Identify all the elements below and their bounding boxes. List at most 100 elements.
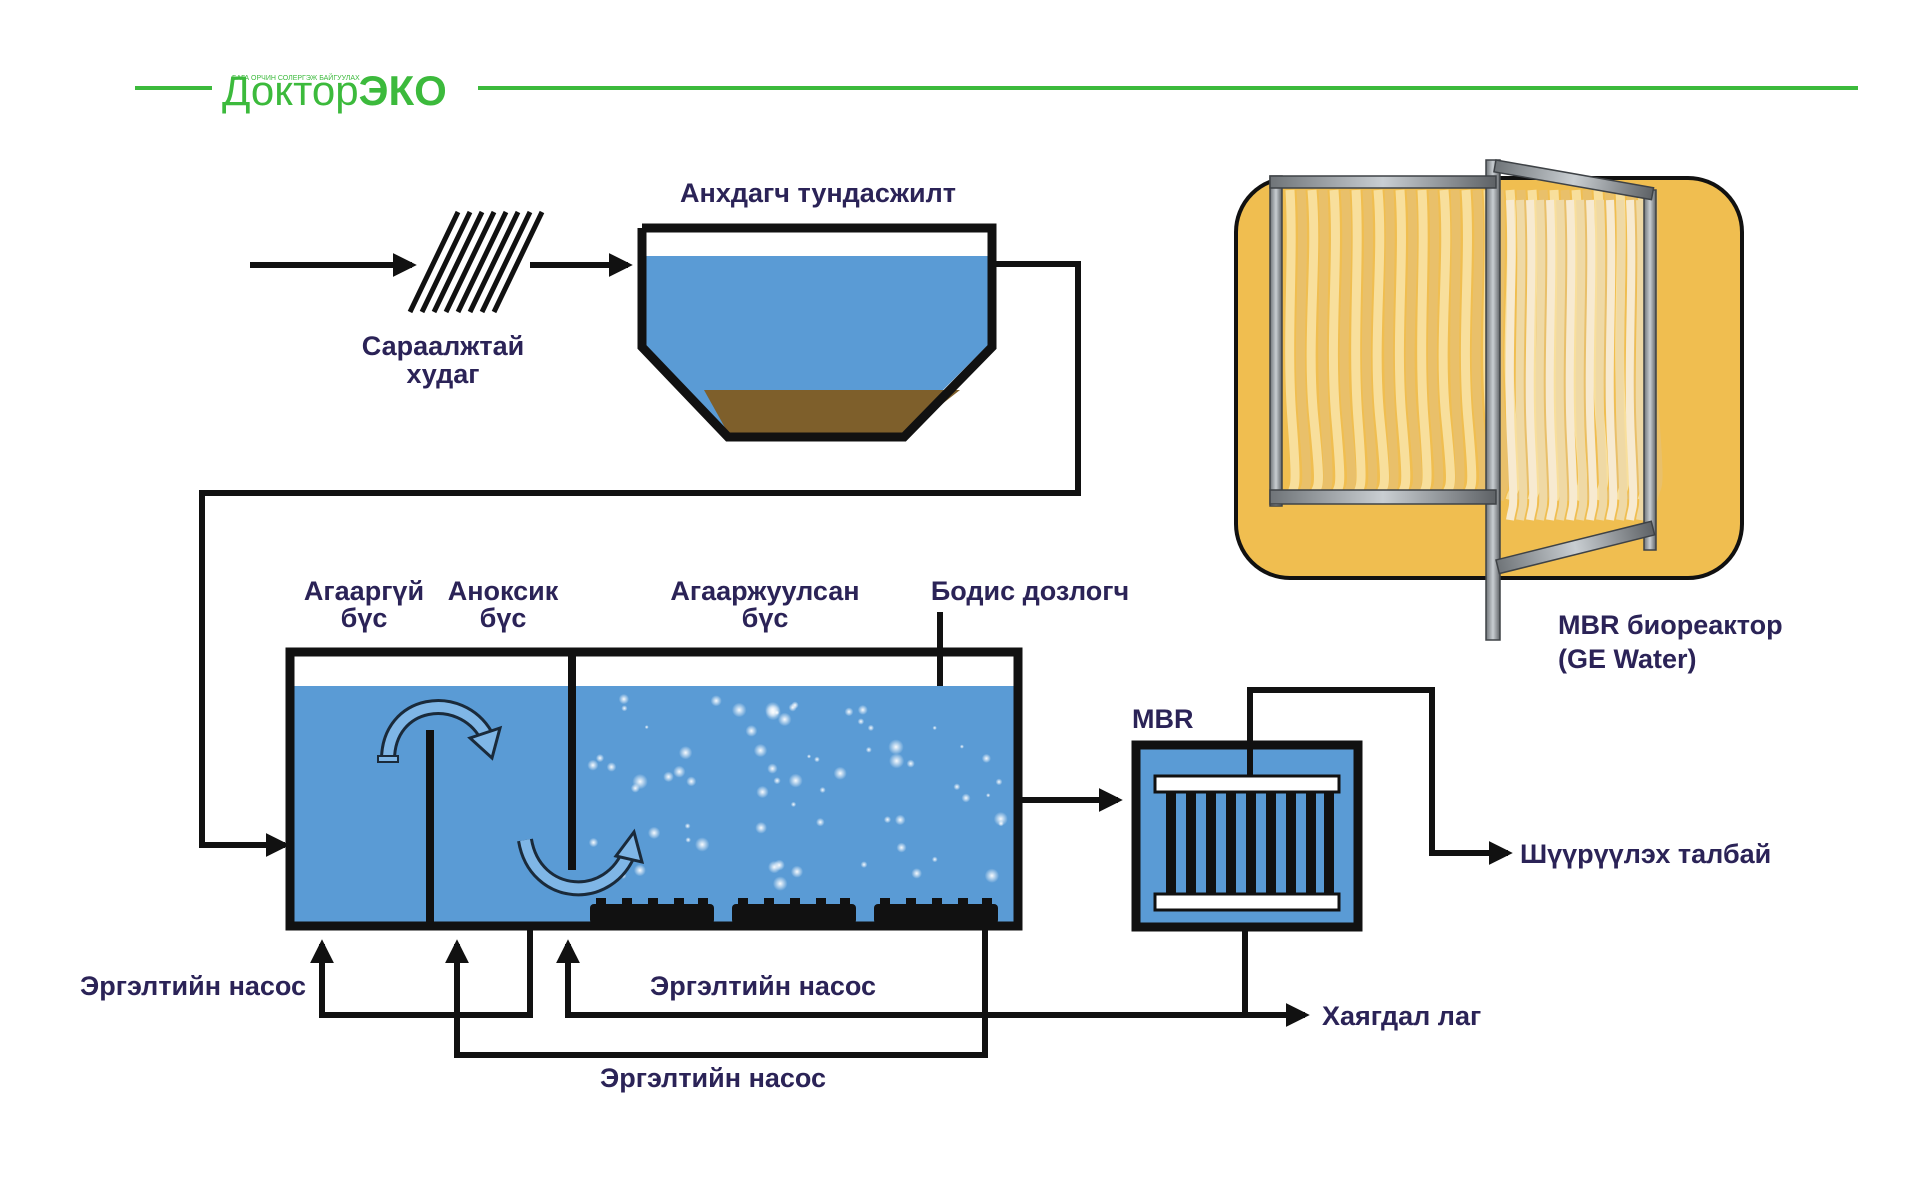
fiber xyxy=(1405,189,1422,502)
bubble xyxy=(756,785,769,799)
bubble xyxy=(618,693,630,705)
mbr-membranes xyxy=(1166,792,1334,894)
bubble xyxy=(673,765,686,778)
header-brand: БАГА ОРЧИН СОЛЕРГЭЖ БАЙГУУЛАХ ДокторЭКО xyxy=(135,67,1858,114)
aeration-bubbles xyxy=(587,693,1008,891)
anaerobic-label-line2: бүс xyxy=(341,603,388,633)
bubble xyxy=(911,868,922,879)
fiber xyxy=(1595,199,1608,521)
bubble xyxy=(788,703,797,712)
bubble xyxy=(773,777,781,785)
bubble xyxy=(588,837,599,848)
bubble xyxy=(788,773,803,788)
pump-left-label: Эргэлтийн насос xyxy=(80,971,306,1001)
aerated-label-line2: бүс xyxy=(742,603,789,633)
fiber xyxy=(1450,189,1465,501)
bubble xyxy=(777,712,792,727)
bubble xyxy=(595,754,605,763)
curved-arrow-icon xyxy=(517,828,645,897)
anoxic-label-line2: бүс xyxy=(480,603,527,633)
bubble xyxy=(993,811,1008,826)
bubble xyxy=(606,762,617,772)
bioreactor-tank xyxy=(285,647,1023,931)
bubble xyxy=(685,837,691,843)
brand-name-part2: ЭКО xyxy=(359,67,447,114)
anaerobic-label-line1: Агааргүй xyxy=(304,576,424,606)
bioreactor-outline xyxy=(285,647,1023,931)
fiber xyxy=(1384,189,1399,501)
fiber xyxy=(1295,189,1312,502)
aerated-label-line1: Агааржуулсан xyxy=(670,576,859,606)
bubble xyxy=(633,864,646,877)
bubble xyxy=(814,756,820,763)
fiber xyxy=(1505,199,1518,521)
fiber xyxy=(1471,189,1488,502)
bubble xyxy=(745,725,758,737)
settler-outline xyxy=(637,223,997,442)
bubble xyxy=(995,778,1003,786)
bubble xyxy=(753,743,768,758)
brand-tagline: БАГА ОРЧИН СОЛЕРГЭЖ БАЙГУУЛАХ xyxy=(232,73,360,82)
bubble xyxy=(790,865,804,878)
fiber xyxy=(1328,189,1345,502)
dosing-label: Бодис дозлогч xyxy=(931,576,1129,606)
bubble xyxy=(772,876,788,891)
ras-return-pipe xyxy=(556,930,1248,1018)
fiber xyxy=(1372,189,1389,502)
bubble xyxy=(889,753,905,769)
diffuser-1 xyxy=(590,904,714,924)
screen-label-line2: худаг xyxy=(406,359,479,389)
module-frame xyxy=(1269,159,1657,641)
bubble xyxy=(894,814,906,826)
bar-screen-icon xyxy=(407,210,545,314)
settler-sludge xyxy=(704,390,960,433)
diffuser-3 xyxy=(874,904,998,924)
settler-water xyxy=(646,256,988,433)
bubble xyxy=(833,766,847,780)
bubble xyxy=(816,817,825,827)
permeate-pipe xyxy=(1247,687,1513,865)
primary-settling-tank xyxy=(637,223,997,442)
anoxic-label-line1: Аноксик xyxy=(448,576,559,606)
screen-label-line1: Сараалжтай xyxy=(362,331,525,361)
bubble xyxy=(867,724,875,732)
bubble xyxy=(931,856,938,863)
fiber xyxy=(1635,199,1648,521)
mbr-top-header xyxy=(1153,774,1341,794)
brand-name-part1: Доктор xyxy=(222,67,359,114)
curved-arrow-icon xyxy=(377,699,503,763)
bubble xyxy=(961,793,971,803)
fiber xyxy=(1565,199,1578,521)
bubble xyxy=(684,823,691,829)
waste-sludge-label: Хаягдал лаг xyxy=(1322,1001,1481,1031)
bubble xyxy=(844,707,854,717)
bubble xyxy=(896,842,907,853)
bubble xyxy=(621,705,628,712)
fiber xyxy=(1306,189,1323,502)
bubble xyxy=(857,704,868,715)
fiber xyxy=(1605,199,1618,521)
mbr-module-photo: MBR биореактор (GE Water) xyxy=(1234,159,1783,674)
fiber xyxy=(1318,189,1333,501)
bubble xyxy=(755,821,767,834)
fiber xyxy=(1285,189,1300,501)
bubble xyxy=(959,744,965,749)
fiber xyxy=(1575,199,1588,521)
bubble xyxy=(587,759,599,771)
bubble xyxy=(857,718,865,725)
bioreactor-label-line1: MBR биореактор xyxy=(1558,610,1783,640)
bubble xyxy=(678,746,693,760)
recirc-pipe-left xyxy=(310,930,533,1018)
fiber xyxy=(1460,189,1477,502)
bubble xyxy=(630,783,640,793)
bubble xyxy=(883,816,892,824)
fiber xyxy=(1417,189,1432,501)
fiber xyxy=(1427,189,1444,502)
bubble xyxy=(806,754,812,759)
bubble xyxy=(767,763,778,774)
bubble xyxy=(865,746,872,753)
bubble xyxy=(710,695,722,707)
recirc-pipe-bottom xyxy=(445,930,988,1058)
